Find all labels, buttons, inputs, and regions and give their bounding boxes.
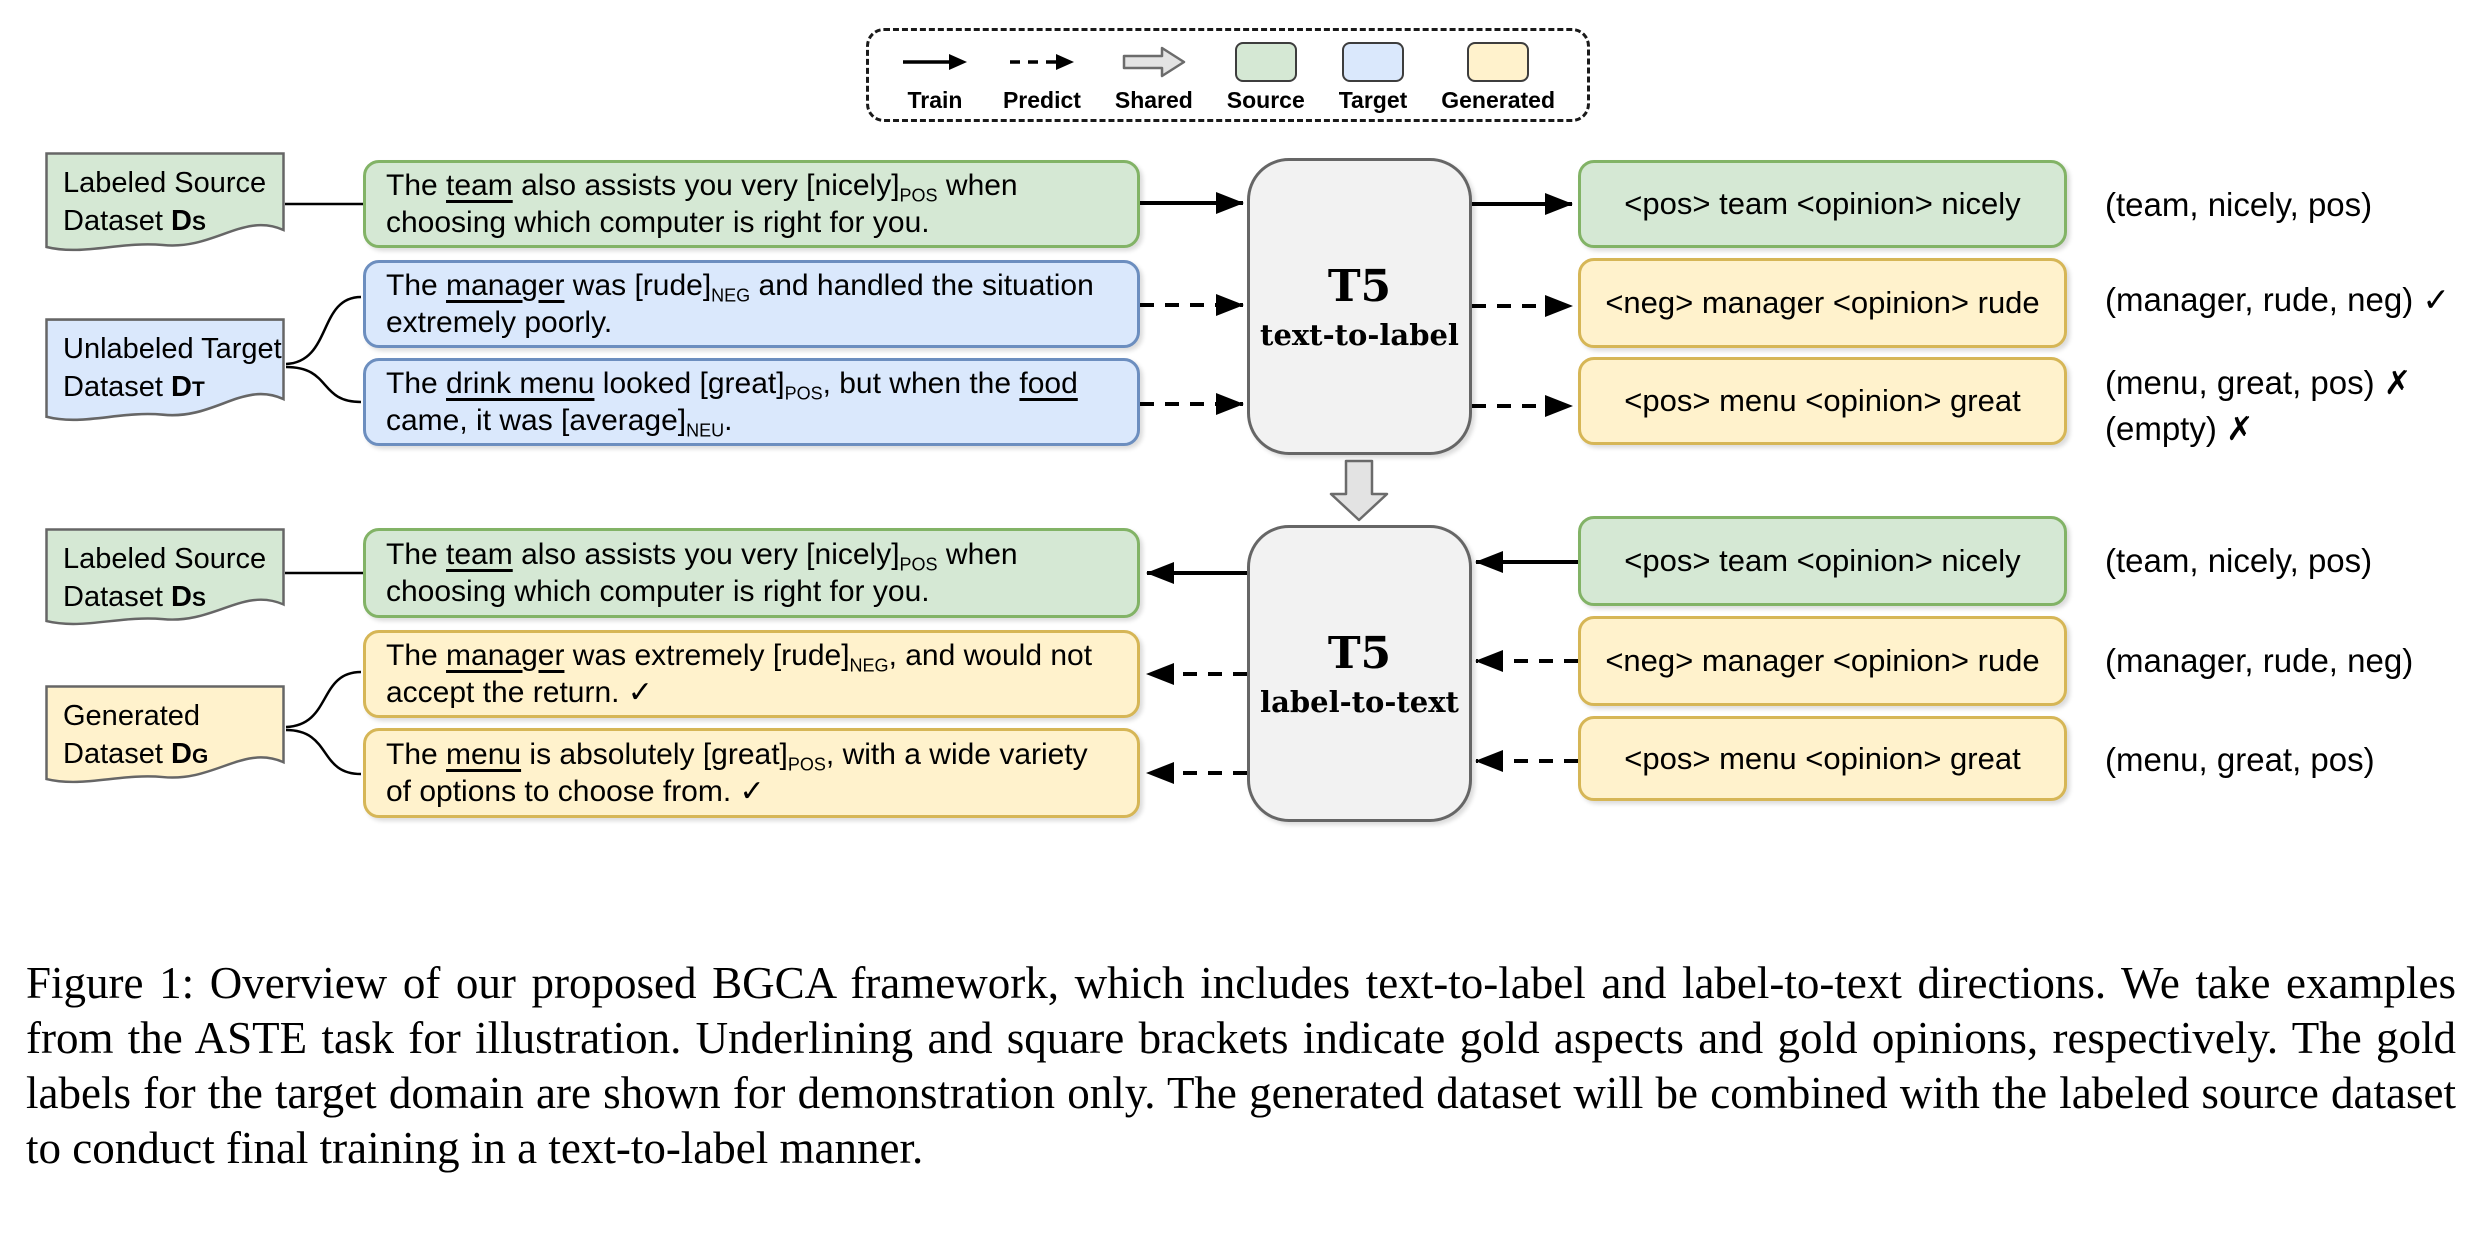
label-output-text: <pos> team <opinion> nicely xyxy=(1624,186,2021,221)
unlabeled-target-dataset-doc: Unlabeled Target Dataset DT xyxy=(45,318,285,422)
dataset-label: Labeled Source Dataset DS xyxy=(63,543,267,613)
document-shape xyxy=(45,152,285,252)
dataset-label: Unlabeled Target Dataset DT xyxy=(63,333,282,403)
legend-item-shared: Shared xyxy=(1115,39,1193,114)
model-subtitle: label-to-text xyxy=(1260,685,1459,719)
legend-label-train: Train xyxy=(907,87,963,113)
label-input-box-1: <pos> team <opinion> nicely xyxy=(1578,516,2067,606)
model-title: T5 xyxy=(1327,628,1392,679)
triplet-annotation-6: (menu, great, pos) xyxy=(2105,741,2375,778)
generated-sentence-box-2: The menu is absolutely [great]POS, with … xyxy=(363,728,1140,818)
label-input-text: <pos> menu <opinion> great xyxy=(1624,740,2021,776)
document-shape xyxy=(45,318,285,422)
legend-label-target: Target xyxy=(1338,87,1408,113)
document-shape xyxy=(45,685,285,784)
label-input-text: <neg> manager <opinion> rude xyxy=(1605,643,2040,678)
predict-dashed-arrow-icon xyxy=(1008,39,1076,85)
source-sentence-box: The team also assists you very [nicely]P… xyxy=(363,160,1140,248)
figure-caption: Figure 1: Overview of our proposed BGCA … xyxy=(26,958,2456,1173)
model-subtitle: text-to-label xyxy=(1260,318,1459,352)
triplet-annotation-5: (manager, rude, neg) xyxy=(2105,642,2414,679)
shared-block-arrow-icon xyxy=(1121,39,1187,85)
generated-dataset-doc: Generated Dataset DG xyxy=(45,685,285,784)
shared-weights-arrow xyxy=(1329,459,1389,522)
legend-label-predict: Predict xyxy=(1002,87,1081,113)
document-shape xyxy=(45,528,285,626)
label-output-text: <pos> menu <opinion> great xyxy=(1624,383,2021,418)
sentence-text: The team also assists you very [nicely]P… xyxy=(386,169,1018,239)
t5-label-to-text-block: T5 label-to-text xyxy=(1247,525,1472,822)
legend-item-target: Target xyxy=(1338,39,1408,114)
target-sentence-box-1: The manager was [rude]NEG and handled th… xyxy=(363,260,1140,348)
t5-text-to-label-block: T5 text-to-label xyxy=(1247,158,1472,455)
labeled-source-dataset-doc-bottom: Labeled Source Dataset DS xyxy=(45,528,285,626)
legend-item-train: Train xyxy=(901,39,969,114)
label-input-box-3: <pos> menu <opinion> great xyxy=(1578,716,2067,801)
link-target-doc-fork-lower xyxy=(285,365,362,404)
label-output-box-1: <pos> team <opinion> nicely xyxy=(1578,160,2067,248)
legend-item-predict: Predict xyxy=(1003,39,1081,114)
label-input-text: <pos> team <opinion> nicely xyxy=(1624,543,2021,578)
generated-swatch-icon xyxy=(1467,39,1530,85)
triplet-annotation-3: (menu, great, pos) ✗ (empty) ✗ xyxy=(2105,364,2412,447)
link-target-doc-fork-upper xyxy=(285,295,362,366)
legend-item-source: Source xyxy=(1227,39,1305,114)
sentence-text: The manager was extremely [rude]NEG, and… xyxy=(386,639,1093,709)
legend-label-shared: Shared xyxy=(1114,87,1193,113)
generated-sentence-box-1: The manager was extremely [rude]NEG, and… xyxy=(363,630,1140,718)
legend: Train Predict Shared Source Target Gener… xyxy=(866,28,1590,122)
target-sentence-box-2: The drink menu looked [great]POS, but wh… xyxy=(363,358,1140,446)
triplet-annotation-2: (manager, rude, neg) ✓ xyxy=(2105,281,2451,318)
triplet-annotation-4: (team, nicely, pos) xyxy=(2105,542,2373,579)
legend-label-source: Source xyxy=(1226,87,1305,113)
label-output-box-2: <neg> manager <opinion> rude xyxy=(1578,258,2067,348)
sentence-text: The team also assists you very [nicely]P… xyxy=(386,538,1018,608)
labeled-source-dataset-doc: Labeled Source Dataset DS xyxy=(45,152,285,252)
triplet-annotation-1: (team, nicely, pos) xyxy=(2105,186,2373,223)
model-title: T5 xyxy=(1327,261,1392,312)
dataset-label: Labeled Source Dataset DS xyxy=(63,167,267,237)
label-input-box-2: <neg> manager <opinion> rude xyxy=(1578,616,2067,706)
source-sentence-box-bottom: The team also assists you very [nicely]P… xyxy=(363,528,1140,618)
legend-item-generated: Generated xyxy=(1441,39,1555,114)
link-generated-doc-fork-lower xyxy=(285,728,362,776)
train-solid-arrow-icon xyxy=(901,39,969,85)
legend-label-generated: Generated xyxy=(1441,87,1555,113)
sentence-text: The drink menu looked [great]POS, but wh… xyxy=(386,367,1078,441)
link-generated-doc-fork-upper xyxy=(285,670,362,729)
label-output-box-3: <pos> menu <opinion> great xyxy=(1578,357,2067,445)
source-swatch-icon xyxy=(1234,39,1297,85)
sentence-text: The menu is absolutely [great]POS, with … xyxy=(386,738,1088,808)
target-swatch-icon xyxy=(1342,39,1404,85)
sentence-text: The manager was [rude]NEG and handled th… xyxy=(386,269,1094,339)
label-output-text: <neg> manager <opinion> rude xyxy=(1605,285,2040,320)
dataset-label: Generated Dataset DG xyxy=(63,700,209,770)
